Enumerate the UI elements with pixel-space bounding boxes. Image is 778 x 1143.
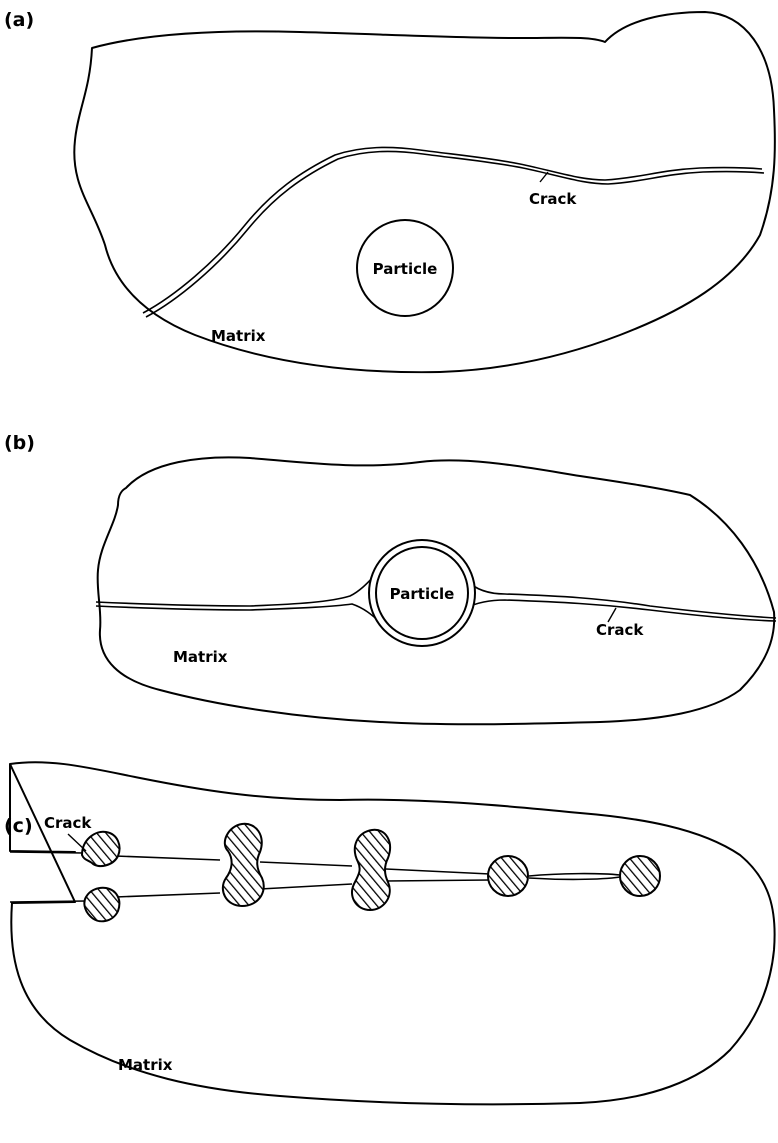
panel-c-crack-label: Crack — [44, 814, 92, 832]
panel-c-label: (c) — [4, 815, 33, 837]
panel-c-particle-1-lower — [84, 888, 119, 921]
panel-b: (b) Particle Crack Matrix — [4, 432, 776, 724]
panel-a-matrix-outline — [74, 12, 775, 372]
panel-b-particle-label: Particle — [390, 585, 455, 603]
panel-c-particle-1-upper — [82, 832, 120, 866]
panel-b-crack-leader — [608, 608, 616, 622]
panel-a-matrix-label: Matrix — [211, 327, 266, 345]
panel-b-label: (b) — [4, 432, 35, 454]
panel-a-particle-label: Particle — [373, 260, 438, 278]
panel-c-matrix-outline — [10, 762, 775, 1104]
panel-c-matrix-label: Matrix — [118, 1056, 173, 1074]
panel-c-particle-4 — [488, 856, 528, 896]
panel-c-particle-5 — [620, 856, 660, 896]
panel-a-crack — [143, 147, 764, 317]
panel-a-crack-label: Crack — [529, 190, 577, 208]
panel-a: (a) Particle Crack Matrix — [4, 9, 775, 372]
panel-a-label: (a) — [4, 9, 34, 31]
panel-b-matrix-label: Matrix — [173, 648, 228, 666]
panel-c-crack-leader — [68, 834, 86, 851]
panel-c-particle-3 — [352, 830, 390, 910]
panel-c-particles — [82, 824, 660, 921]
panel-c-particle-2 — [223, 824, 264, 906]
panel-c: (c) Crack Matrix — [4, 762, 775, 1104]
panel-b-crack-label: Crack — [596, 621, 644, 639]
